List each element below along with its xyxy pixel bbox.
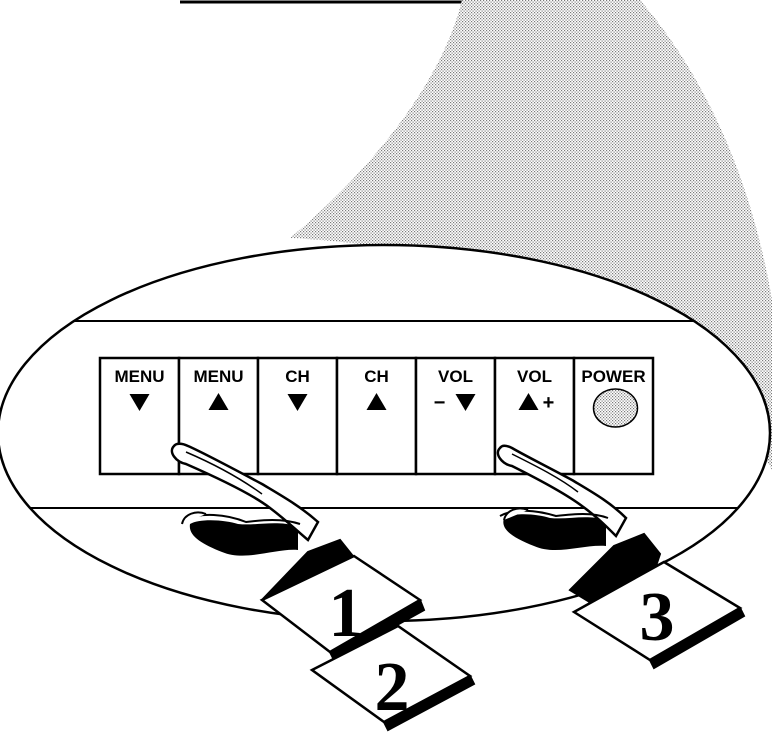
button-label-menu-up: MENU bbox=[193, 367, 243, 386]
button-label-vol-up: VOL bbox=[517, 367, 552, 386]
right-hand-shadow bbox=[503, 514, 606, 551]
button-vol-down[interactable]: VOL − bbox=[414, 356, 497, 476]
plus-sign: + bbox=[543, 392, 555, 414]
left-index-finger bbox=[170, 442, 320, 542]
button-power[interactable]: POWER bbox=[572, 356, 655, 476]
button-label-ch-down: CH bbox=[285, 367, 310, 386]
down-arrow-icon bbox=[455, 394, 476, 411]
step-tag-3: 3 bbox=[571, 560, 746, 670]
step-tag-1: 1 bbox=[259, 554, 426, 662]
button-label-power: POWER bbox=[581, 367, 645, 386]
power-indicator-circle bbox=[592, 388, 639, 428]
step-number-2: 2 bbox=[375, 649, 410, 726]
minus-sign: − bbox=[434, 392, 446, 414]
button-strip: MENU MENU CH CH VOL − VOL + POWER bbox=[98, 356, 655, 476]
up-arrow-icon bbox=[518, 393, 539, 410]
button-ch-up[interactable]: CH bbox=[335, 356, 418, 476]
step-tag-2: 2 bbox=[309, 624, 476, 732]
left-hand-shadow bbox=[189, 520, 298, 556]
button-label-ch-up: CH bbox=[364, 367, 389, 386]
button-ch-down[interactable]: CH bbox=[256, 356, 339, 476]
button-label-vol-down: VOL bbox=[438, 367, 473, 386]
magnifier-cone bbox=[290, 0, 772, 470]
right-index-finger bbox=[496, 444, 628, 539]
step-number-1: 1 bbox=[329, 575, 364, 652]
button-menu-down[interactable]: MENU bbox=[98, 356, 181, 476]
step-number-3: 3 bbox=[640, 579, 675, 656]
down-arrow-icon bbox=[129, 394, 150, 411]
up-arrow-icon bbox=[366, 393, 387, 410]
down-arrow-icon bbox=[287, 394, 308, 411]
button-label-menu-down: MENU bbox=[114, 367, 164, 386]
up-arrow-icon bbox=[208, 393, 229, 410]
